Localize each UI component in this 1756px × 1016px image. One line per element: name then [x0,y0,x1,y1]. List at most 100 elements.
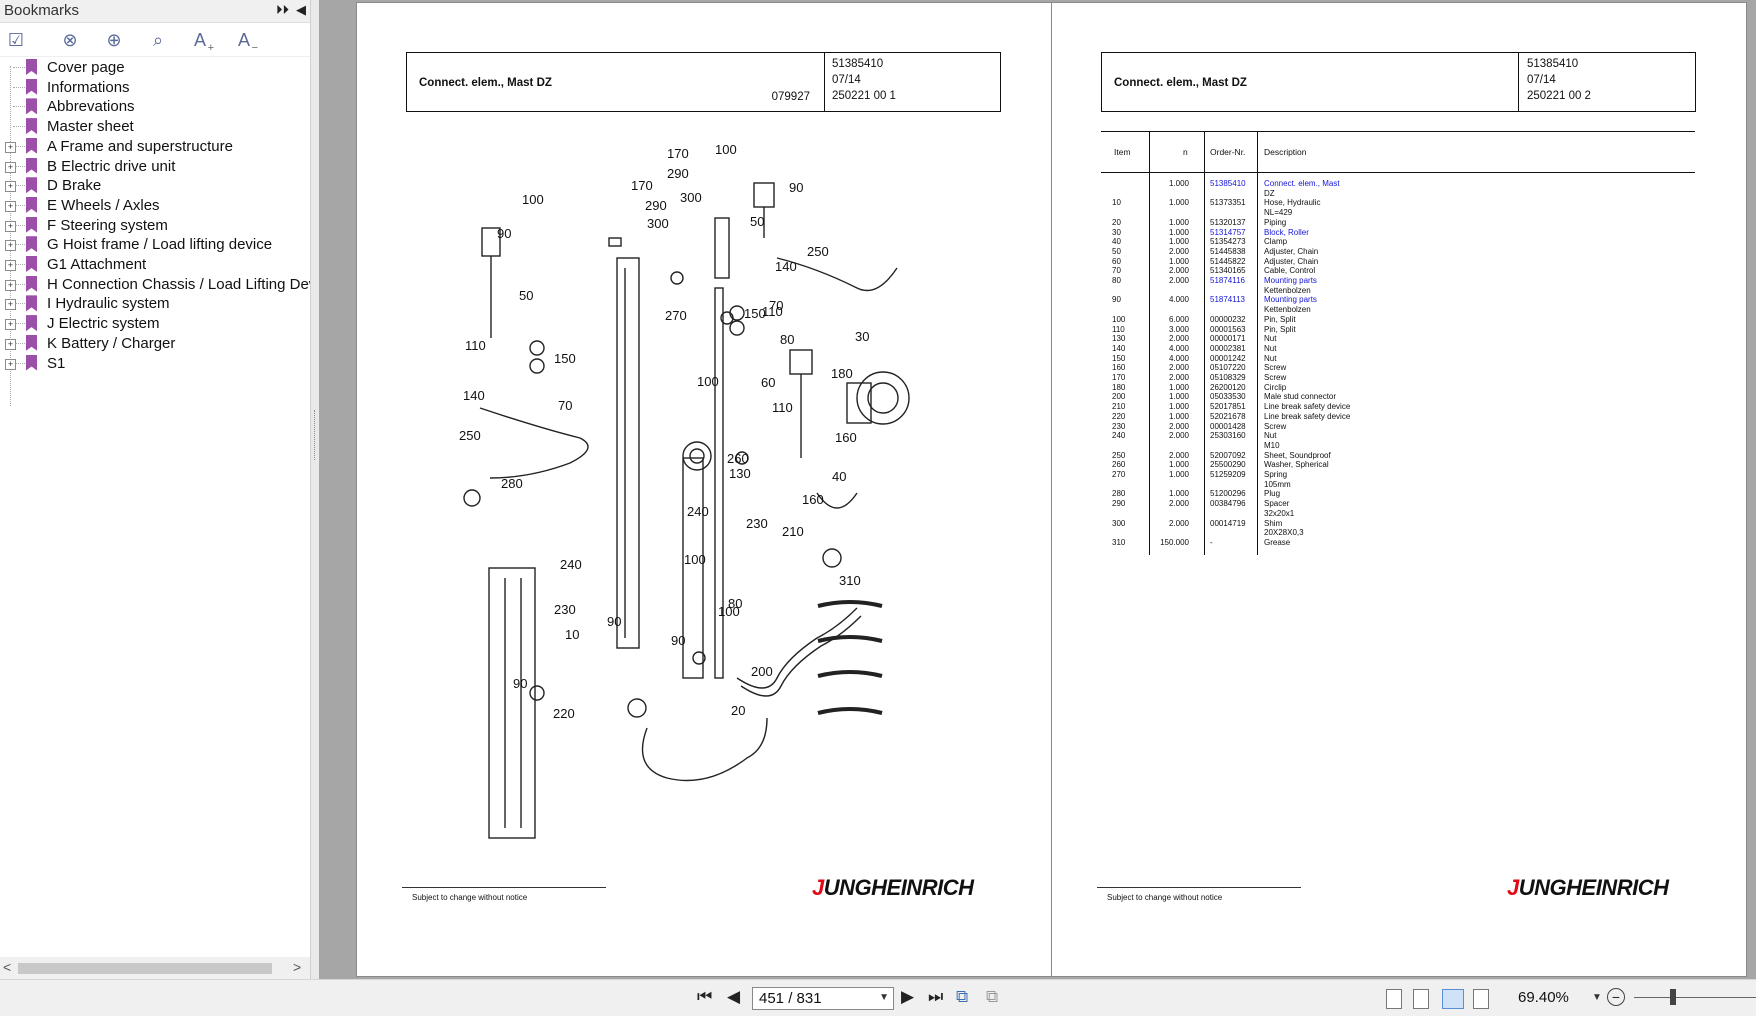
bookmark-item[interactable]: + E Wheels / Axles [0,195,310,217]
bookmark-item[interactable]: Informations [0,77,310,99]
tree-connector [13,67,25,68]
expand-icon[interactable]: + [5,181,16,193]
bookmark-item[interactable]: + G Hoist frame / Load lifting device [0,234,310,256]
bookmark-label[interactable]: Informations [47,78,130,96]
previous-view-icon[interactable]: ⧉ [956,987,969,1006]
cell-desc[interactable]: Mounting parts [1264,295,1317,305]
bookmark-item[interactable]: + F Steering system [0,215,310,237]
splitter-grip[interactable] [314,410,315,460]
cell-qty: 1.000 [1168,470,1189,479]
cell-desc[interactable]: Block, Roller [1264,227,1309,237]
bookmark-label[interactable]: F Steering system [47,216,168,234]
last-page-icon[interactable]: ⏭ [928,987,944,1006]
bookmark-label[interactable]: A Frame and superstructure [47,137,233,155]
previous-page-icon[interactable]: ◀ [727,987,741,1006]
table-row: 105mm [1101,480,1695,490]
increase-text-size-icon[interactable]: A+ [193,29,214,55]
bookmark-item[interactable]: + G1 Attachment [0,254,310,276]
cell-order: 51259209 [1210,470,1246,479]
bookmark-label[interactable]: J Electric system [47,315,160,333]
decrease-text-size-icon[interactable]: A− [237,29,258,55]
cell-desc[interactable]: Mounting parts [1264,276,1317,285]
page-indicator[interactable]: 451 / 831 [759,990,822,1007]
add-bookmark-icon[interactable]: ⊕ [106,29,122,50]
panel-splitter[interactable] [311,0,319,979]
collapse-panel-icon[interactable]: ◀ [296,2,306,17]
cell-order[interactable]: 51314757 [1210,227,1246,237]
expand-icon[interactable]: + [5,220,16,232]
scrollbar-thumb[interactable] [18,963,272,974]
expand-icon[interactable]: + [5,358,16,370]
zoom-slider-thumb[interactable] [1670,989,1676,1005]
page-number-field[interactable]: 451 / 831 ▼ [752,987,894,1010]
bookmark-label[interactable]: B Electric drive unit [47,157,176,175]
single-page-view-icon[interactable] [1386,989,1402,1009]
bookmark-item[interactable]: + S1 [0,353,310,375]
page-title: Connect. elem., Mast DZ [419,77,552,89]
cell-order[interactable]: 51385410 [1210,179,1246,188]
expand-icon[interactable]: + [5,200,16,212]
expand-icon[interactable]: + [5,161,16,173]
bookmark-item[interactable]: + A Frame and superstructure [0,136,310,158]
zoom-dropdown-icon[interactable]: ▼ [1592,992,1602,1003]
expand-icon[interactable]: + [5,279,16,291]
bookmark-item[interactable]: + I Hydraulic system [0,293,310,315]
delete-bookmark-icon[interactable]: ⊗ [62,29,78,50]
continuous-view-icon[interactable] [1413,989,1429,1009]
expand-icon[interactable]: + [5,338,16,350]
bookmark-label[interactable]: H Connection Chassis / Load Lifting Devi [47,275,310,293]
bookmark-item[interactable]: + J Electric system [0,313,310,335]
next-view-icon[interactable]: ⧉ [986,987,999,1006]
page-dropdown-icon[interactable]: ▼ [879,992,889,1003]
bookmark-label[interactable]: I Hydraulic system [47,295,170,313]
callout-label: 40 [832,469,846,484]
scroll-left-icon[interactable]: < [3,959,12,975]
zoom-level[interactable]: 69.40% [1518,989,1569,1006]
expand-panel-icon[interactable]: ⏵⏵ [276,2,289,17]
expand-icon[interactable]: + [5,141,16,153]
cell-item: 230 [1112,421,1126,431]
expand-icon[interactable]: + [5,260,16,271]
expand-icon[interactable]: + [5,240,16,252]
cell-item: 80 [1112,276,1121,285]
expand-icon[interactable]: + [5,299,16,311]
bookmark-label[interactable]: Master sheet [47,118,134,136]
expand-icon[interactable]: + [5,319,16,331]
cell-order[interactable]: 51874113 [1210,295,1245,305]
bookmark-label[interactable]: K Battery / Charger [47,334,176,352]
bookmark-item[interactable]: Abbrevations [0,96,310,118]
bookmark-item[interactable]: + K Battery / Charger [0,333,310,355]
bookmark-item[interactable]: + H Connection Chassis / Load Lifting Dev… [0,274,310,296]
next-page-icon[interactable]: ▶ [901,987,915,1006]
facing-view-icon[interactable] [1442,989,1464,1009]
bookmark-label[interactable]: Cover page [47,59,125,76]
bookmark-item[interactable]: Master sheet [0,116,310,138]
zoom-slider-track[interactable] [1634,997,1756,998]
bookmark-label[interactable]: D Brake [47,177,102,195]
tree-connector [13,264,25,265]
horizontal-scrollbar[interactable]: < > [0,957,310,979]
cell-order[interactable]: 51874116 [1210,276,1245,285]
bookmark-label[interactable]: E Wheels / Axles [47,196,160,214]
cell-desc: M10 [1264,440,1280,450]
bookmark-label[interactable]: Abbrevations [47,98,135,116]
bookmark-label[interactable]: S1 [47,354,66,372]
bookmark-item[interactable]: Cover page [0,57,310,79]
continuous-facing-view-icon[interactable] [1473,989,1489,1009]
zoom-out-icon[interactable]: − [1607,988,1625,1006]
cell-desc[interactable]: Connect. elem., Mast [1264,179,1340,188]
bookmark-options-icon[interactable]: ☑ [7,29,25,50]
cell-qty: 1.000 [1168,392,1189,402]
find-bookmark-icon[interactable]: ⌕ [152,29,164,50]
bookmark-item[interactable]: + D Brake [0,175,310,197]
bookmark-label[interactable]: G1 Attachment [47,256,147,273]
bookmark-item[interactable]: + B Electric drive unit [0,156,310,178]
scroll-right-icon[interactable]: > [293,959,302,975]
bookmark-label[interactable]: G Hoist frame / Load lifting device [47,236,273,254]
first-page-icon[interactable]: ⏮ [697,987,713,1006]
